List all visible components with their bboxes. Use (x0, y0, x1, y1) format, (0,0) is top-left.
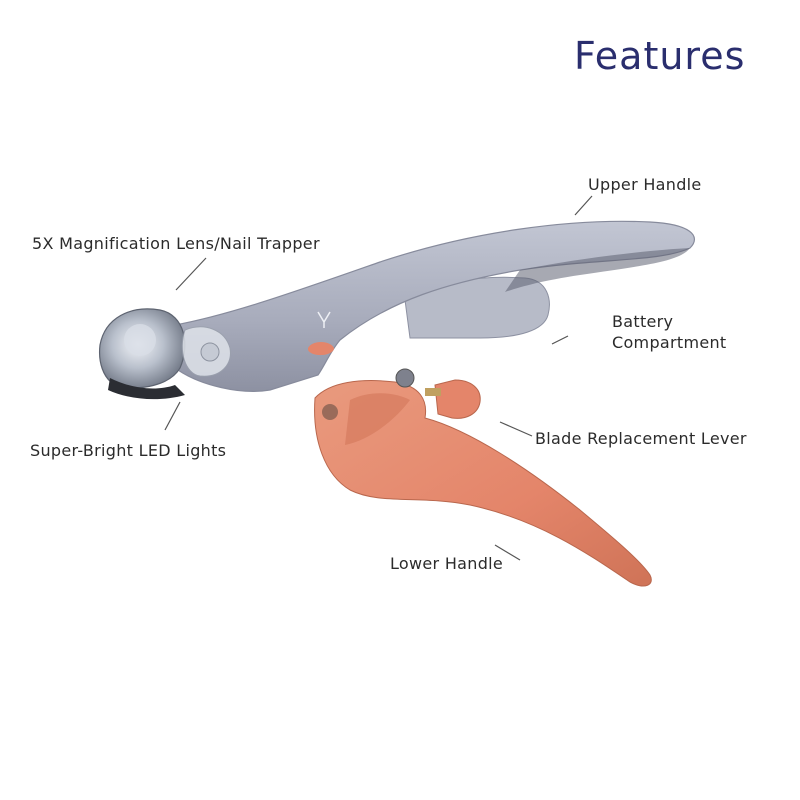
leader-led (164, 401, 181, 431)
label-battery-line1: Battery (612, 312, 674, 331)
leader-upper-handle (574, 195, 593, 216)
label-upper-handle: Upper Handle (588, 175, 702, 194)
leader-magnification (175, 257, 207, 291)
label-magnification-lens: 5X Magnification Lens/Nail Trapper (32, 234, 320, 253)
magnification-lens (98, 308, 231, 400)
upper-handle-shape (174, 220, 695, 392)
label-led-lights: Super-Bright LED Lights (30, 441, 227, 460)
label-battery-compartment: Battery Compartment (612, 311, 727, 353)
blade-lever-shape (425, 379, 481, 419)
led-button (308, 311, 334, 356)
leader-lines (164, 195, 593, 561)
leader-battery (551, 335, 569, 345)
lower-handle-shape (314, 380, 652, 587)
label-blade-lever: Blade Replacement Lever (535, 429, 747, 448)
label-lower-handle: Lower Handle (390, 554, 504, 573)
leader-lower-handle (494, 544, 521, 561)
pivot-screw (395, 368, 415, 388)
page-title: Features (574, 34, 746, 78)
leader-blade (499, 421, 533, 437)
label-battery-line2: Compartment (612, 333, 727, 352)
